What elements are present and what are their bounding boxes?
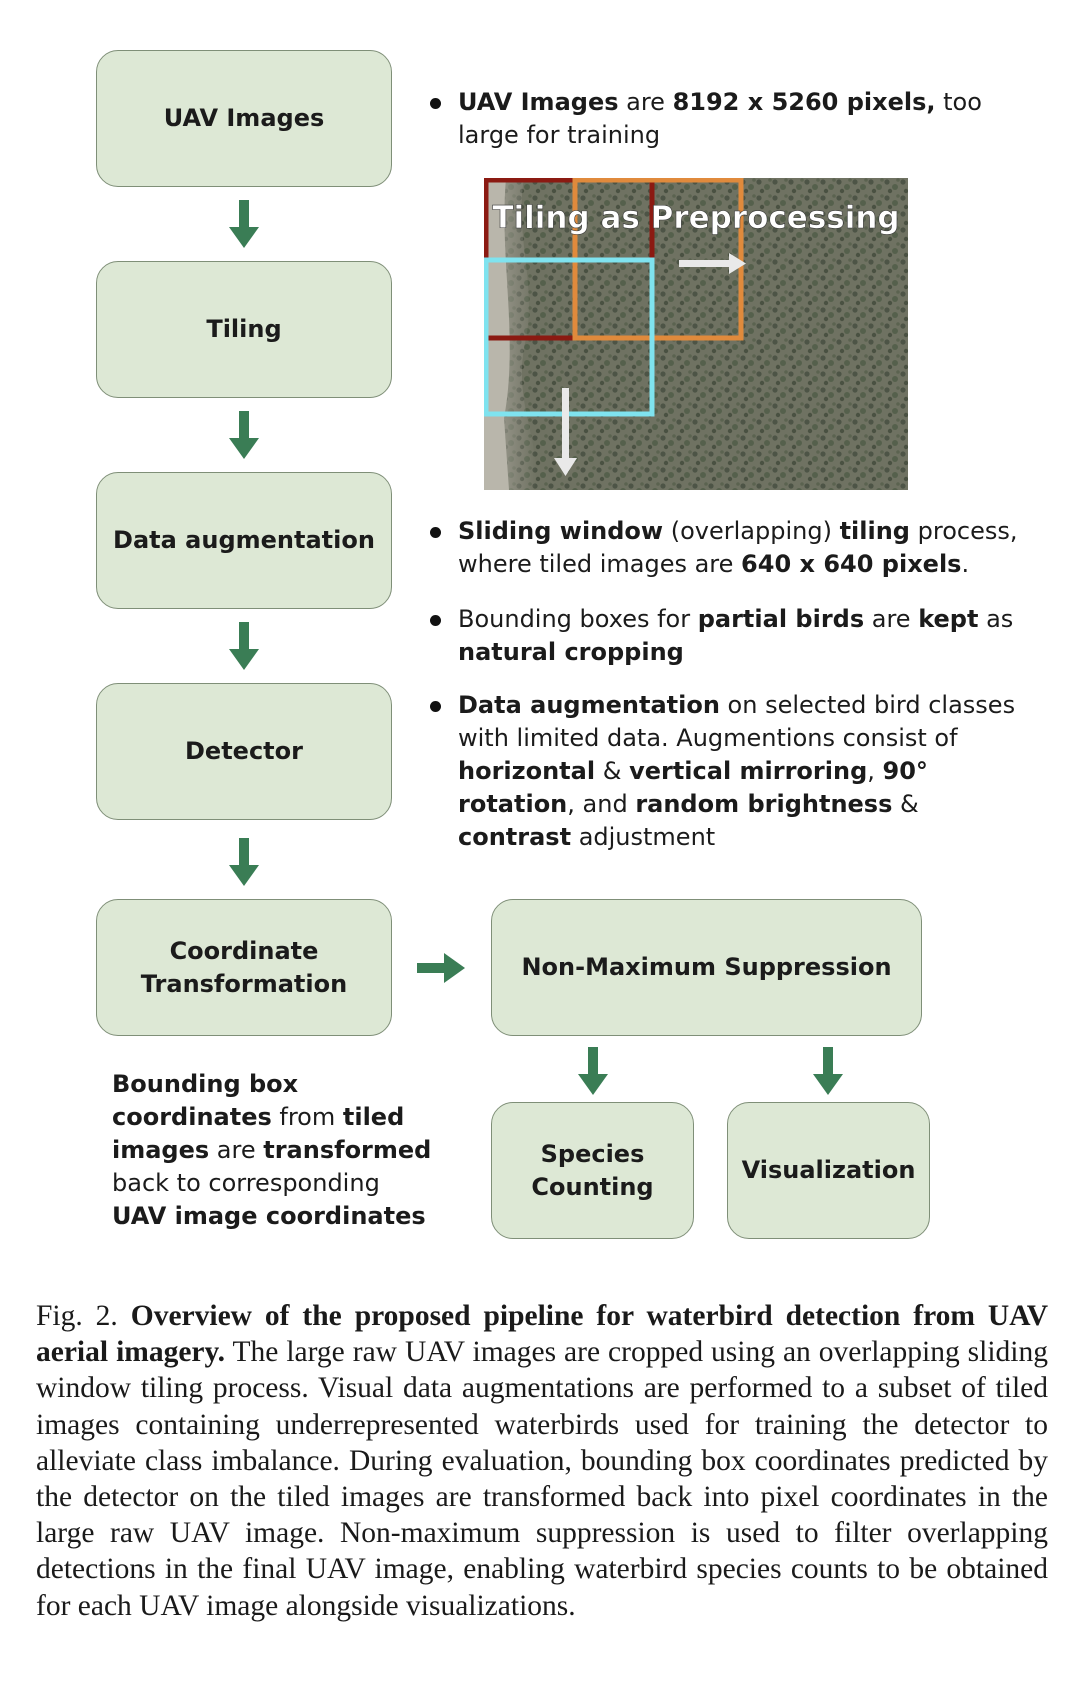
tiling-box: Tiling bbox=[96, 261, 392, 398]
species-counting-label-2: Counting bbox=[531, 1172, 654, 1201]
data-augmentation-label: Data augmentation bbox=[113, 526, 375, 554]
uav-images-box: UAV Images bbox=[96, 50, 392, 187]
aerial-tiling-image: Tiling as Preprocessing bbox=[484, 178, 908, 490]
coordinate-transformation-label-2: Transformation bbox=[140, 969, 348, 998]
uav-images-label: UAV Images bbox=[163, 104, 325, 132]
detector-box: Detector bbox=[96, 683, 392, 820]
image-title: Tiling as Preprocessing bbox=[492, 200, 899, 236]
arrow-down-icon bbox=[229, 838, 259, 886]
data-augmentation-box: Data augmentation bbox=[96, 472, 392, 609]
arrow-down-icon bbox=[229, 200, 259, 248]
bullet-sliding-window: Sliding window (overlapping) tiling proc… bbox=[430, 515, 1018, 581]
arrow-down-icon bbox=[578, 1047, 608, 1095]
arrow-right-icon bbox=[417, 953, 465, 983]
bullet-partial-birds: Bounding boxes for partial birds are kep… bbox=[430, 603, 1018, 669]
visualization-box: Visualization bbox=[727, 1102, 930, 1239]
caption-label: Fig. 2. bbox=[36, 1300, 131, 1332]
arrow-down-icon bbox=[229, 411, 259, 459]
non-maximum-suppression-label: Non-Maximum Suppression bbox=[521, 953, 892, 981]
bullet-uav-size: UAV Images are 8192 x 5260 pixels, too l… bbox=[430, 86, 1018, 152]
figure-caption: Fig. 2. Overview of the proposed pipelin… bbox=[36, 1298, 1048, 1624]
coordinate-transformation-label-1: Coordinate bbox=[169, 936, 319, 965]
visualization-label: Visualization bbox=[741, 1156, 916, 1184]
coordinate-transformation-box: Coordinate Transformation bbox=[96, 899, 392, 1036]
caption-title: Overview of the proposed pipeline for wa… bbox=[36, 1300, 1049, 1369]
arrow-down-icon bbox=[229, 622, 259, 670]
arrow-down-icon bbox=[813, 1047, 843, 1095]
caption-body: The large raw UAV images are cropped usi… bbox=[36, 1336, 1048, 1622]
non-maximum-suppression-box: Non-Maximum Suppression bbox=[491, 899, 922, 1036]
tiling-label: Tiling bbox=[206, 315, 282, 343]
coordinate-note: Bounding box coordinates from tiled imag… bbox=[112, 1070, 432, 1230]
species-counting-label-1: Species bbox=[540, 1139, 645, 1168]
species-counting-box: Species Counting bbox=[491, 1102, 694, 1239]
bullet-data-augmentation: Data augmentation on selected bird class… bbox=[430, 689, 1018, 854]
detector-label: Detector bbox=[185, 737, 303, 765]
